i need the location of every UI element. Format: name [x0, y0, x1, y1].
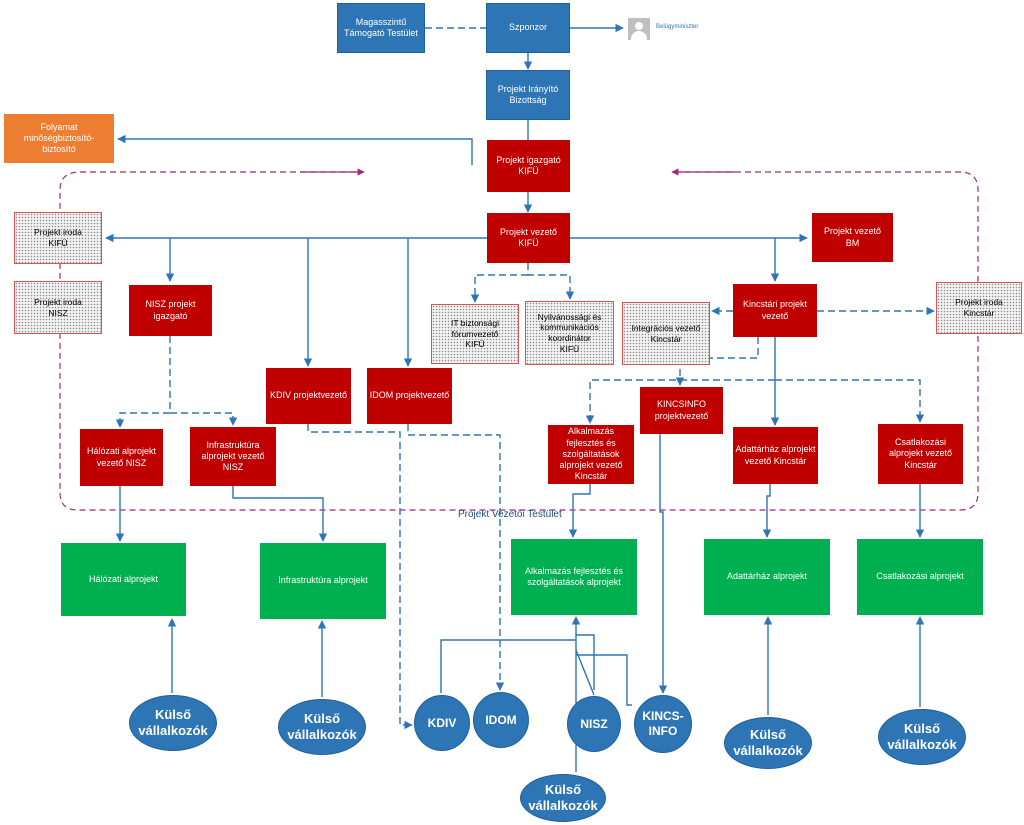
idom-projektvezeto-box: IDOM projektvezető: [367, 368, 452, 424]
halozati-alprojekt-box: Hálózati alprojekt: [61, 543, 186, 616]
kulso-vallalkozok-4-ellipse: Külső vállalkozók: [724, 717, 812, 769]
projekt-iroda-kincstar-box: Projekt iroda Kincstár: [936, 282, 1022, 334]
projekt-igazgato-kifu-box: Projekt igazgató KIFÜ: [487, 140, 570, 192]
projekt-vezeto-bm-box: Projekt vezető BM: [812, 213, 893, 262]
kulso-vallalkozok-2-ellipse: Külső vállalkozók: [278, 699, 366, 755]
nyilvanossagi-koordinator-box: Nyilvánossági és kommunikációs koordinát…: [525, 301, 614, 365]
folyamat-minosegbiztosito-box: Folyamat minőségbiztosító- biztosító: [4, 114, 114, 163]
projekt-vezeto-kifu-box: Projekt vezető KIFÜ: [487, 213, 570, 263]
kulso-vallalkozok-3-ellipse: Külső vállalkozók: [520, 774, 606, 822]
nisz-ellipse: NISZ: [567, 696, 621, 752]
projekt-iroda-nisz-box: Projekt iroda NISZ: [14, 281, 102, 334]
kincsinfo-ellipse: KINCS- INFO: [634, 695, 692, 753]
kulso-vallalkozok-5-ellipse: Külső vállalkozók: [878, 709, 966, 765]
szponzor-box: Szponzor: [486, 3, 570, 53]
csatlakozasi-alprojekt-box: Csatlakozási alprojekt: [857, 539, 983, 615]
person-label: Belügyminiszter: [656, 24, 699, 30]
kincsinfo-projektvezeto-box: KINCSINFO projektvezető: [640, 387, 723, 434]
kdiv-projektvezeto-box: KDIV projektvezető: [266, 368, 351, 424]
infrastruktura-alprojekt-box: Infrastruktúra alprojekt: [260, 543, 386, 619]
halozati-alprojekt-vezeto-box: Hálózati alprojekt vezető NISZ: [80, 429, 163, 486]
magasszintu-testulet-box: Magasszintű Támogató Testület: [337, 3, 425, 53]
it-biztonsagi-box: IT biztonsági fórumvezető KIFÜ: [431, 304, 519, 364]
alkalmazas-alprojekt-vezeto-box: Alkalmazás fejlesztés és szolgáltatások …: [548, 425, 634, 484]
kulso-vallalkozok-1-ellipse: Külső vállalkozók: [129, 695, 217, 751]
integracios-vezeto-box: Integrációs vezető Kincstár: [622, 302, 710, 365]
projekt-iranyito-bizottsag-box: Projekt Irányító Bizottság: [486, 70, 570, 120]
person-icon: [628, 18, 650, 40]
nisz-projekt-igazgato-box: NISZ projekt igazgató: [129, 285, 212, 336]
adattarhaz-alprojekt-vezeto-box: Adattárház alprojekt vezető Kincstár: [733, 427, 818, 484]
team-label: Projekt Vezetői Testület: [458, 509, 562, 520]
infrastruktura-alprojekt-vezeto-box: Infrastruktúra alprojekt vezető NISZ: [190, 427, 276, 486]
kdiv-ellipse: KDIV: [414, 695, 470, 751]
kincstari-projekt-vezeto-box: Kincstári projekt vezető: [733, 284, 817, 337]
projekt-iroda-kifu-box: Projekt iroda KIFÜ: [14, 212, 102, 264]
alkalmazas-alprojekt-box: Alkalmazás fejlesztés és szolgáltatások …: [511, 539, 637, 615]
adattarhaz-alprojekt-box: Adattárház alprojekt: [704, 539, 830, 615]
csatlakozasi-alprojekt-vezeto-box: Csatlakozási alprojekt vezető Kincstár: [878, 424, 963, 484]
idom-ellipse: IDOM: [473, 692, 529, 748]
